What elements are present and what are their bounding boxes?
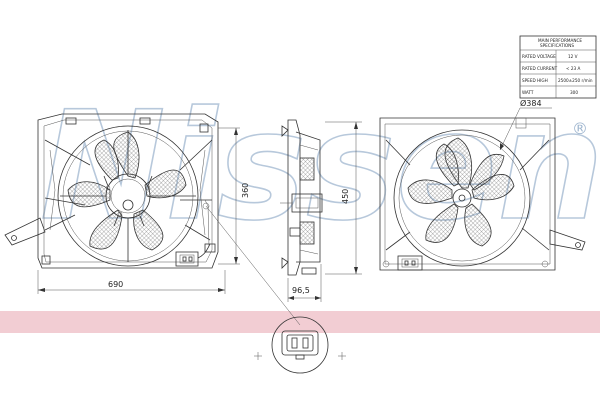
front-left-tab xyxy=(4,217,46,246)
rear-fan-blades xyxy=(407,137,515,247)
detail-leader-line xyxy=(205,205,301,326)
rear-right-tab xyxy=(549,229,586,251)
spec-label-current: RATED CURRENT xyxy=(522,66,558,71)
dimension-depth: 96,5 xyxy=(287,264,322,302)
dimension-height: 360 xyxy=(218,127,250,265)
side-view xyxy=(280,119,323,276)
rear-hub xyxy=(452,188,472,208)
spec-label-watt: WATT xyxy=(522,90,534,95)
rear-fan-ring xyxy=(393,129,531,267)
spec-value-current: < 23 A xyxy=(566,66,580,71)
diameter-leader xyxy=(499,107,552,151)
spec-header-1: MAIN PERFORMANCE xyxy=(538,38,582,43)
front-fan-blades xyxy=(67,131,187,251)
spec-label-voltage: RATED VOLTAGE xyxy=(522,54,556,59)
dim-depth-label: 96,5 xyxy=(292,286,310,295)
dim-height-label: 360 xyxy=(241,183,250,198)
rear-view: Ø384 xyxy=(379,98,586,271)
connector-detail xyxy=(254,316,346,374)
spec-value-speed: 2500±250 r/min xyxy=(558,78,593,83)
rear-connector xyxy=(397,255,423,271)
dimension-height-rear: 450 xyxy=(325,121,362,275)
spec-label-speed: SPEED HIGH xyxy=(522,78,548,83)
front-shroud-outline xyxy=(37,113,219,269)
dim-width-label: 690 xyxy=(108,280,123,289)
front-connector xyxy=(175,251,199,267)
spec-value-voltage: 12 V xyxy=(568,54,578,59)
detail-circle xyxy=(271,316,329,374)
front-fan-ring xyxy=(57,125,199,267)
rear-shroud-outline xyxy=(379,117,556,271)
front-view xyxy=(4,113,219,269)
registered-mark: ® xyxy=(572,119,588,138)
detail-pin-right xyxy=(302,337,309,349)
dim-diameter-label: Ø384 xyxy=(520,98,542,108)
spec-value-watt: 300 xyxy=(570,90,578,95)
dim-height-rear-label: 450 xyxy=(341,189,350,204)
spec-table: MAIN PERFORMANCE SPECIFICATIONS RATED VO… xyxy=(519,35,597,99)
dimension-width: 690 xyxy=(37,270,226,294)
watermark-band xyxy=(0,311,600,333)
detail-pin-left xyxy=(291,337,298,349)
spec-header-2: SPECIFICATIONS xyxy=(540,43,574,48)
